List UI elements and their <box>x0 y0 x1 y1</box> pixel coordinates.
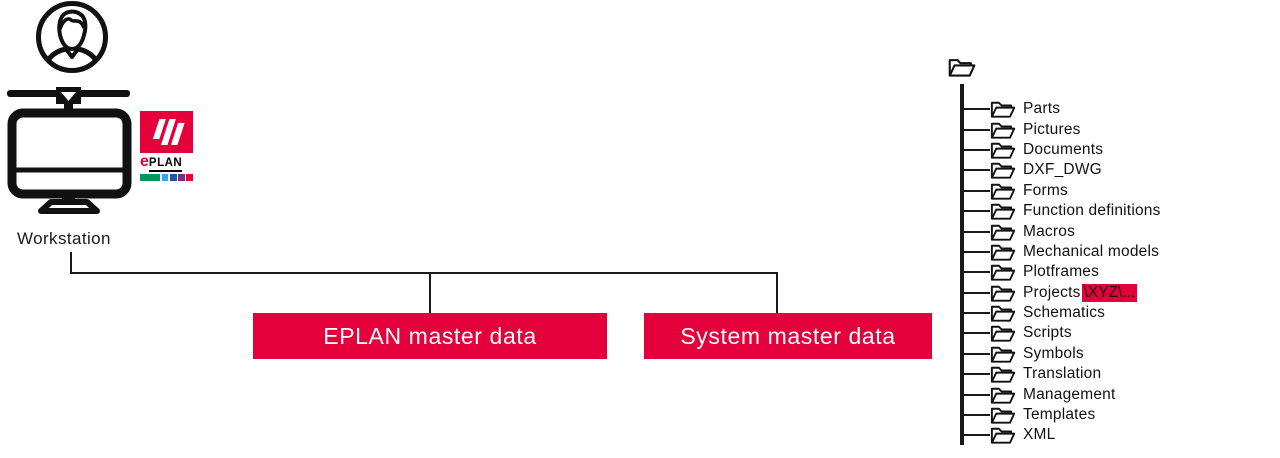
tree-item-label: Plotframes <box>1023 263 1100 281</box>
folder-icon <box>990 285 1016 302</box>
eplan-color-bar <box>140 174 193 181</box>
tree-branch-line <box>962 373 990 376</box>
root-folder-icon <box>948 59 976 77</box>
user-icon <box>36 1 108 73</box>
folder-icon <box>990 326 1016 343</box>
tree-branch-line <box>962 414 990 417</box>
eplan-wordmark-e: e <box>140 153 149 170</box>
folder-icon <box>990 265 1016 281</box>
tree-item-macros: Macros <box>962 221 1161 241</box>
tree-item-label: Management <box>1023 385 1116 403</box>
eplan-logo-slashes <box>140 111 193 153</box>
tree-item-label: DXF_DWG <box>1023 161 1102 179</box>
tree-item-label: Schematics <box>1023 304 1106 322</box>
tree-item-function-definitions: Function definitions <box>962 201 1161 221</box>
folder-icon <box>990 305 1016 322</box>
folder-icon <box>990 244 1016 261</box>
tree-item-label: Parts <box>1023 100 1061 118</box>
folder-icon <box>990 163 1016 180</box>
folder-icon <box>990 387 1016 404</box>
folder-icon <box>990 367 1016 383</box>
tree-item-projects: Projects\XYZ\... <box>962 283 1161 303</box>
tree-item-label: Symbols <box>1023 344 1084 362</box>
tree-branch-line <box>962 108 990 111</box>
tree-branch-line <box>962 169 990 172</box>
eplan-master-data-label: EPLAN master data <box>323 322 537 349</box>
tree-branch-line <box>962 148 990 151</box>
folder-tree: Parts Pictures Documents DXF_DWG Forms F… <box>962 99 1161 446</box>
folder-icon <box>990 346 1016 363</box>
folder-icon <box>990 203 1016 220</box>
eplan-wordmark-plan: PLAN <box>148 157 183 172</box>
tree-item-dxf-dwg: DXF_DWG <box>962 160 1161 180</box>
workstation-monitor-icon <box>7 87 132 214</box>
connector-horizontal <box>70 272 778 274</box>
tree-trunk-line <box>960 84 964 445</box>
tree-item-xml: XML <box>962 425 1161 445</box>
color-bar-blue <box>169 174 177 181</box>
tree-item-templates: Templates <box>962 405 1161 425</box>
tree-branch-line <box>962 332 990 335</box>
tree-branch-line <box>962 250 990 253</box>
folder-icon <box>990 224 1016 241</box>
tree-branch-line <box>962 393 990 396</box>
tree-item-forms: Forms <box>962 181 1161 201</box>
folder-icon <box>990 183 1016 200</box>
color-bar-green <box>140 174 160 181</box>
tree-item-management: Management <box>962 384 1161 404</box>
connector-system-drop <box>776 272 778 314</box>
tree-branch-line <box>962 230 990 233</box>
tree-item-label: Templates <box>1023 406 1096 424</box>
tree-item-label: Forms <box>1023 181 1068 199</box>
folder-icon <box>990 142 1016 159</box>
tree-item-parts: Parts <box>962 99 1161 119</box>
tree-item-symbols: Symbols <box>962 344 1161 364</box>
system-master-data-box: System master data <box>644 313 932 359</box>
tree-branch-line <box>962 271 990 274</box>
tree-item-label: Documents <box>1023 140 1104 158</box>
folder-icon <box>990 122 1016 139</box>
tree-branch-line <box>962 291 990 294</box>
tree-item-label: Macros <box>1023 222 1076 240</box>
tree-branch-line <box>962 189 990 192</box>
connector-workstation-drop <box>70 252 72 273</box>
eplan-master-data-box: EPLAN master data <box>253 313 607 359</box>
tree-item-pictures: Pictures <box>962 119 1161 139</box>
color-bar-purple <box>178 174 185 181</box>
color-bar-red <box>186 174 193 181</box>
tree-branch-line <box>962 434 990 437</box>
workstation-label: Workstation <box>17 229 111 248</box>
system-master-data-label: System master data <box>680 322 896 349</box>
tree-item-label: Pictures <box>1023 120 1081 138</box>
folder-icon <box>990 407 1016 424</box>
tree-branch-line <box>962 352 990 355</box>
color-bar-light-blue <box>161 174 169 181</box>
tree-item-translation: Translation <box>962 364 1161 384</box>
tree-branch-line <box>962 128 990 131</box>
folder-icon <box>990 428 1016 445</box>
tree-item-label: Scripts <box>1023 324 1072 342</box>
tree-branch-line <box>962 312 990 315</box>
folder-icon <box>990 101 1016 118</box>
tree-item-mechanical-models: Mechanical models <box>962 242 1161 262</box>
tree-item-scripts: Scripts <box>962 323 1161 343</box>
tree-item-label: Translation <box>1023 365 1102 383</box>
tree-item-schematics: Schematics <box>962 303 1161 323</box>
tree-item-documents: Documents <box>962 140 1161 160</box>
tree-item-plotframes: Plotframes <box>962 262 1161 282</box>
connector-eplan-drop <box>429 272 431 314</box>
tree-branch-line <box>962 210 990 213</box>
projects-path-highlight: \XYZ\... <box>1081 283 1138 302</box>
tree-item-label: Projects <box>1023 283 1081 301</box>
tree-item-label: Function definitions <box>1023 202 1161 220</box>
tree-item-label: Mechanical models <box>1023 242 1160 260</box>
tree-item-label: XML <box>1023 426 1056 444</box>
